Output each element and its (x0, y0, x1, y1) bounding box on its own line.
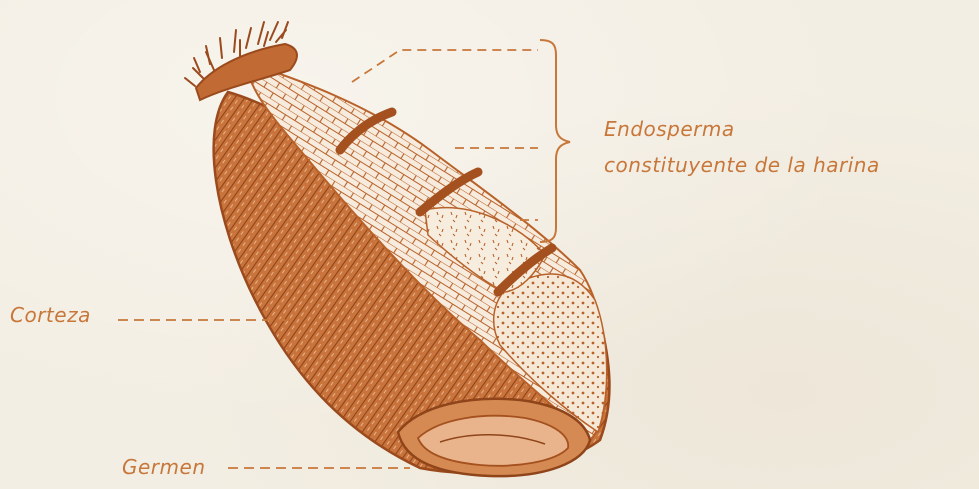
leader-endosperm-top (352, 50, 538, 82)
endosperm-bracket (540, 40, 570, 242)
endosperm-label: Endosperma (604, 117, 735, 141)
germ-label: Germen (122, 455, 206, 479)
endosperm-sublabel: constituyente de la harina (604, 153, 880, 177)
bran-label: Corteza (10, 303, 91, 327)
